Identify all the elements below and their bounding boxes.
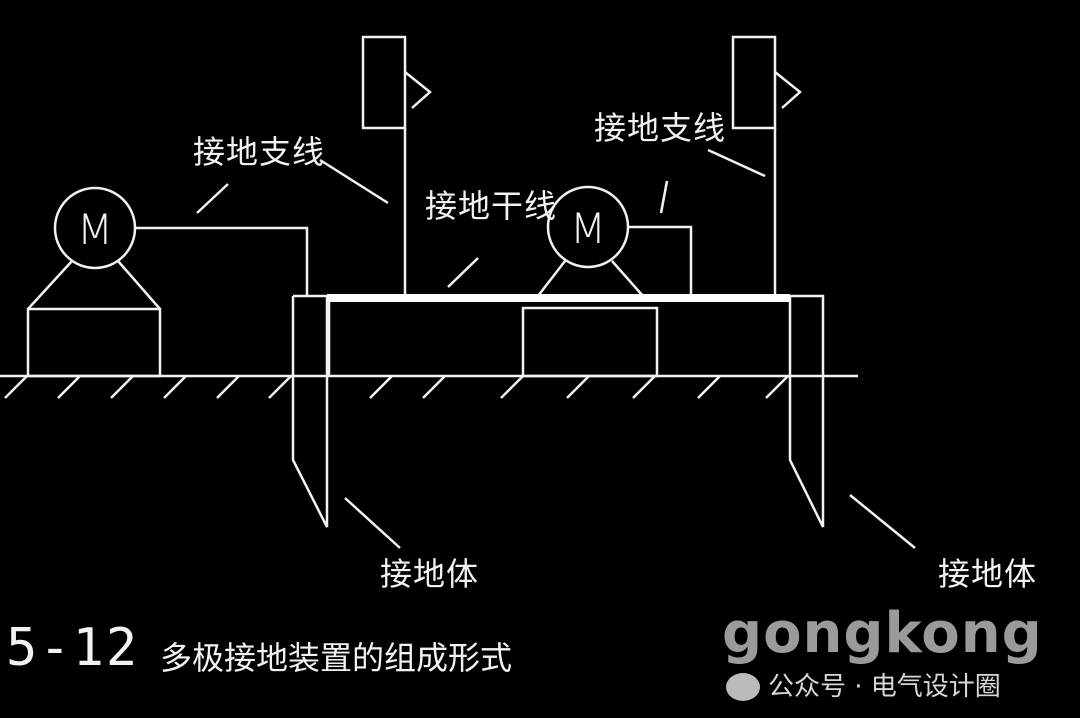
motor-left-label: M [77,205,113,254]
ground-hatch [57,375,81,399]
ground-hatch [566,375,590,399]
ground-hatching [4,375,789,399]
watermark-text: 公众号 · 电气设计圈 [768,672,1001,702]
motor-middle-label: M [570,204,606,253]
figure-caption: 多极接地装置的组成形式 [160,639,513,677]
ground-hatch [697,375,721,399]
motor-left [26,186,309,378]
electrode-right [788,294,825,528]
leader-lines [196,148,916,549]
main-grounding-bus [327,294,790,302]
wechat-icon [726,673,760,701]
ground-hatch [765,375,789,399]
motor-middle [521,185,693,378]
label-electrode-right: 接地体 [938,555,1038,593]
ground-hatch [632,375,656,399]
ground-hatch [216,375,240,399]
label-electrode-left: 接地体 [380,555,480,593]
label-main-line: 接地干线 [425,187,558,225]
ground-hatch [4,375,28,399]
ground-hatch [369,375,393,399]
ground-hatch [500,375,524,399]
electrode-left [291,294,329,528]
figure-number: 5-12 [6,618,140,678]
ground-hatch [422,375,446,399]
watermark-logo: gongkong [722,601,1043,666]
label-branch-right: 接地支线 [594,109,727,147]
ground-hatch [110,375,134,399]
ground-hatch [163,375,187,399]
equipment-pole-right [731,35,802,296]
ground-hatch [268,375,292,399]
equipment-pole-left [361,35,432,296]
label-branch-left: 接地支线 [193,133,326,171]
